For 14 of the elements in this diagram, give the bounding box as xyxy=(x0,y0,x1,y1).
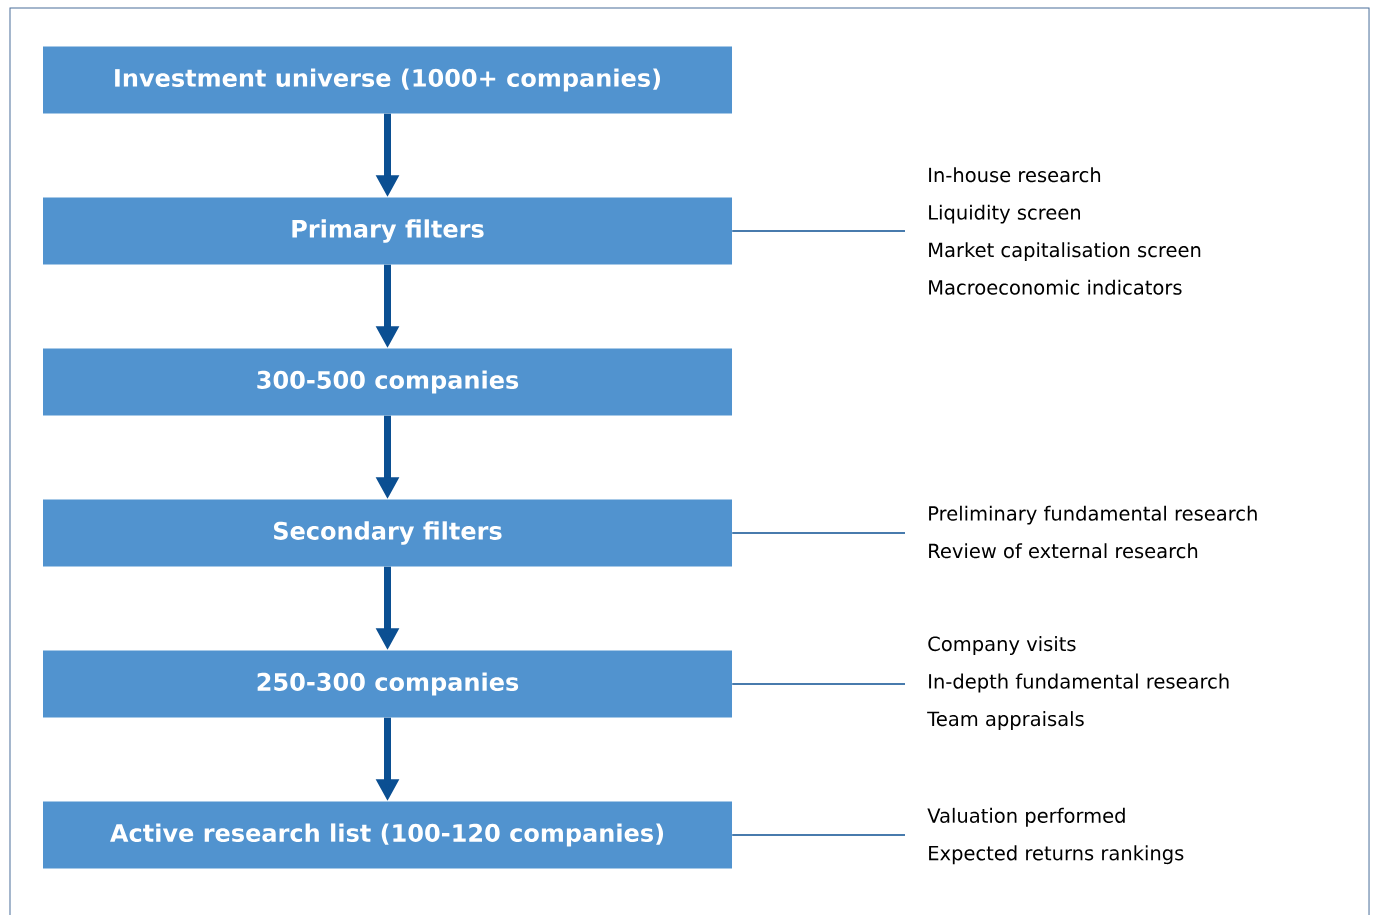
leader-line xyxy=(731,532,906,534)
process-box: Active research list (100-120 companies) xyxy=(43,801,732,869)
process-box: Secondary filters xyxy=(43,499,732,567)
bullet-text: Company visits In-depth fundamental research Team appraisals xyxy=(927,636,1229,730)
leader-line xyxy=(731,834,906,836)
leader-line xyxy=(731,683,906,685)
process-box: Primary filters xyxy=(43,197,732,265)
bullet-text: In-house research Liquidity screen Market capitalisation screen Macroeconomic indicators xyxy=(929,167,1201,295)
bullet-text: Preliminary fundamental research Review of external research xyxy=(929,505,1257,559)
process-box: 250-300 companies xyxy=(43,650,732,718)
leader-line xyxy=(731,230,906,232)
bullet-text: Valuation performed Expected returns rankings xyxy=(927,807,1184,865)
process-box: Investment universe (1000+ companies) xyxy=(43,46,732,114)
process-box: 300-500 companies xyxy=(43,348,732,416)
